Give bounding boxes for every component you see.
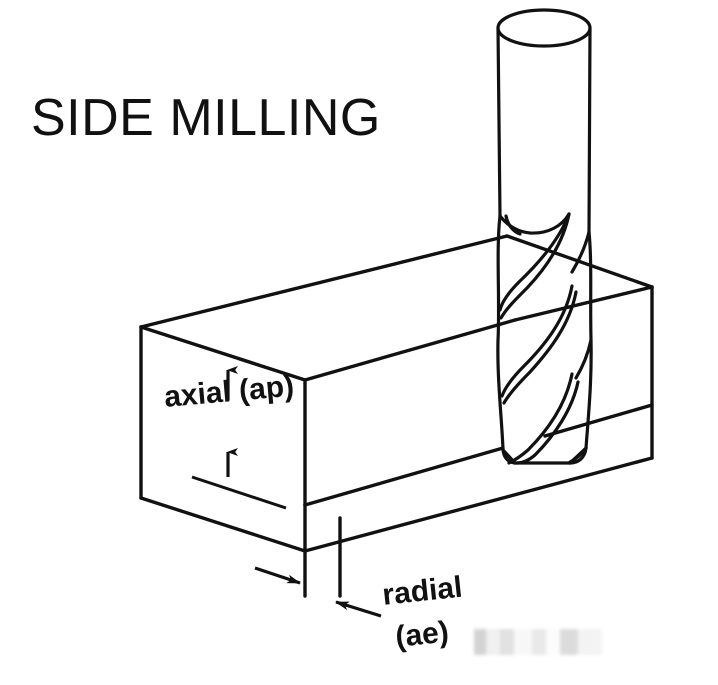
page-title: SIDE MILLING — [31, 89, 381, 147]
radial-dimension — [254, 566, 382, 618]
radial-dimension-label-line2: (ae) — [393, 615, 451, 654]
workpiece-block — [139, 234, 654, 598]
axial-extension-line-bottom — [191, 475, 287, 510]
cutter-shank-right-side — [587, 26, 592, 234]
cutter-shank-notch — [504, 214, 522, 236]
cutter-body-left-outline — [496, 214, 517, 465]
cutter-flute-1-c — [500, 284, 574, 398]
block-step-floor-right — [543, 403, 654, 438]
cutter-flute-top-hook — [498, 212, 571, 235]
cutter-flute-2-b — [515, 380, 580, 465]
radial-leader-lower — [335, 600, 382, 618]
axial-extension-line-top — [238, 357, 306, 382]
block-top-front-right-edge — [303, 318, 517, 382]
cutter-body-right-outline — [568, 230, 593, 465]
block-bottom-front-edge — [139, 496, 307, 553]
end-mill-cutter — [496, 8, 593, 465]
blurred-watermark — [474, 629, 602, 655]
cutter-flute-1-b — [499, 212, 571, 320]
radial-leader-upper — [254, 566, 301, 585]
cutter-land-edge-2 — [574, 338, 593, 380]
cutter-tip-contact-left — [501, 448, 517, 465]
cutter-tip-contact-right — [568, 446, 588, 465]
cutter-shank-left-side — [496, 26, 502, 218]
axial-dimension — [191, 357, 306, 510]
block-bottom-outer-edge — [303, 456, 654, 553]
block-step-floor-edge — [303, 446, 505, 507]
cutter-shank-top-ellipse — [496, 8, 592, 48]
cutter-land-edge-1 — [570, 230, 591, 274]
block-top-step-edge — [513, 285, 654, 322]
cutter-flute-1-d — [502, 290, 578, 405]
cutter-flute-1-a — [498, 212, 571, 312]
block-top-back-edge — [139, 234, 509, 329]
